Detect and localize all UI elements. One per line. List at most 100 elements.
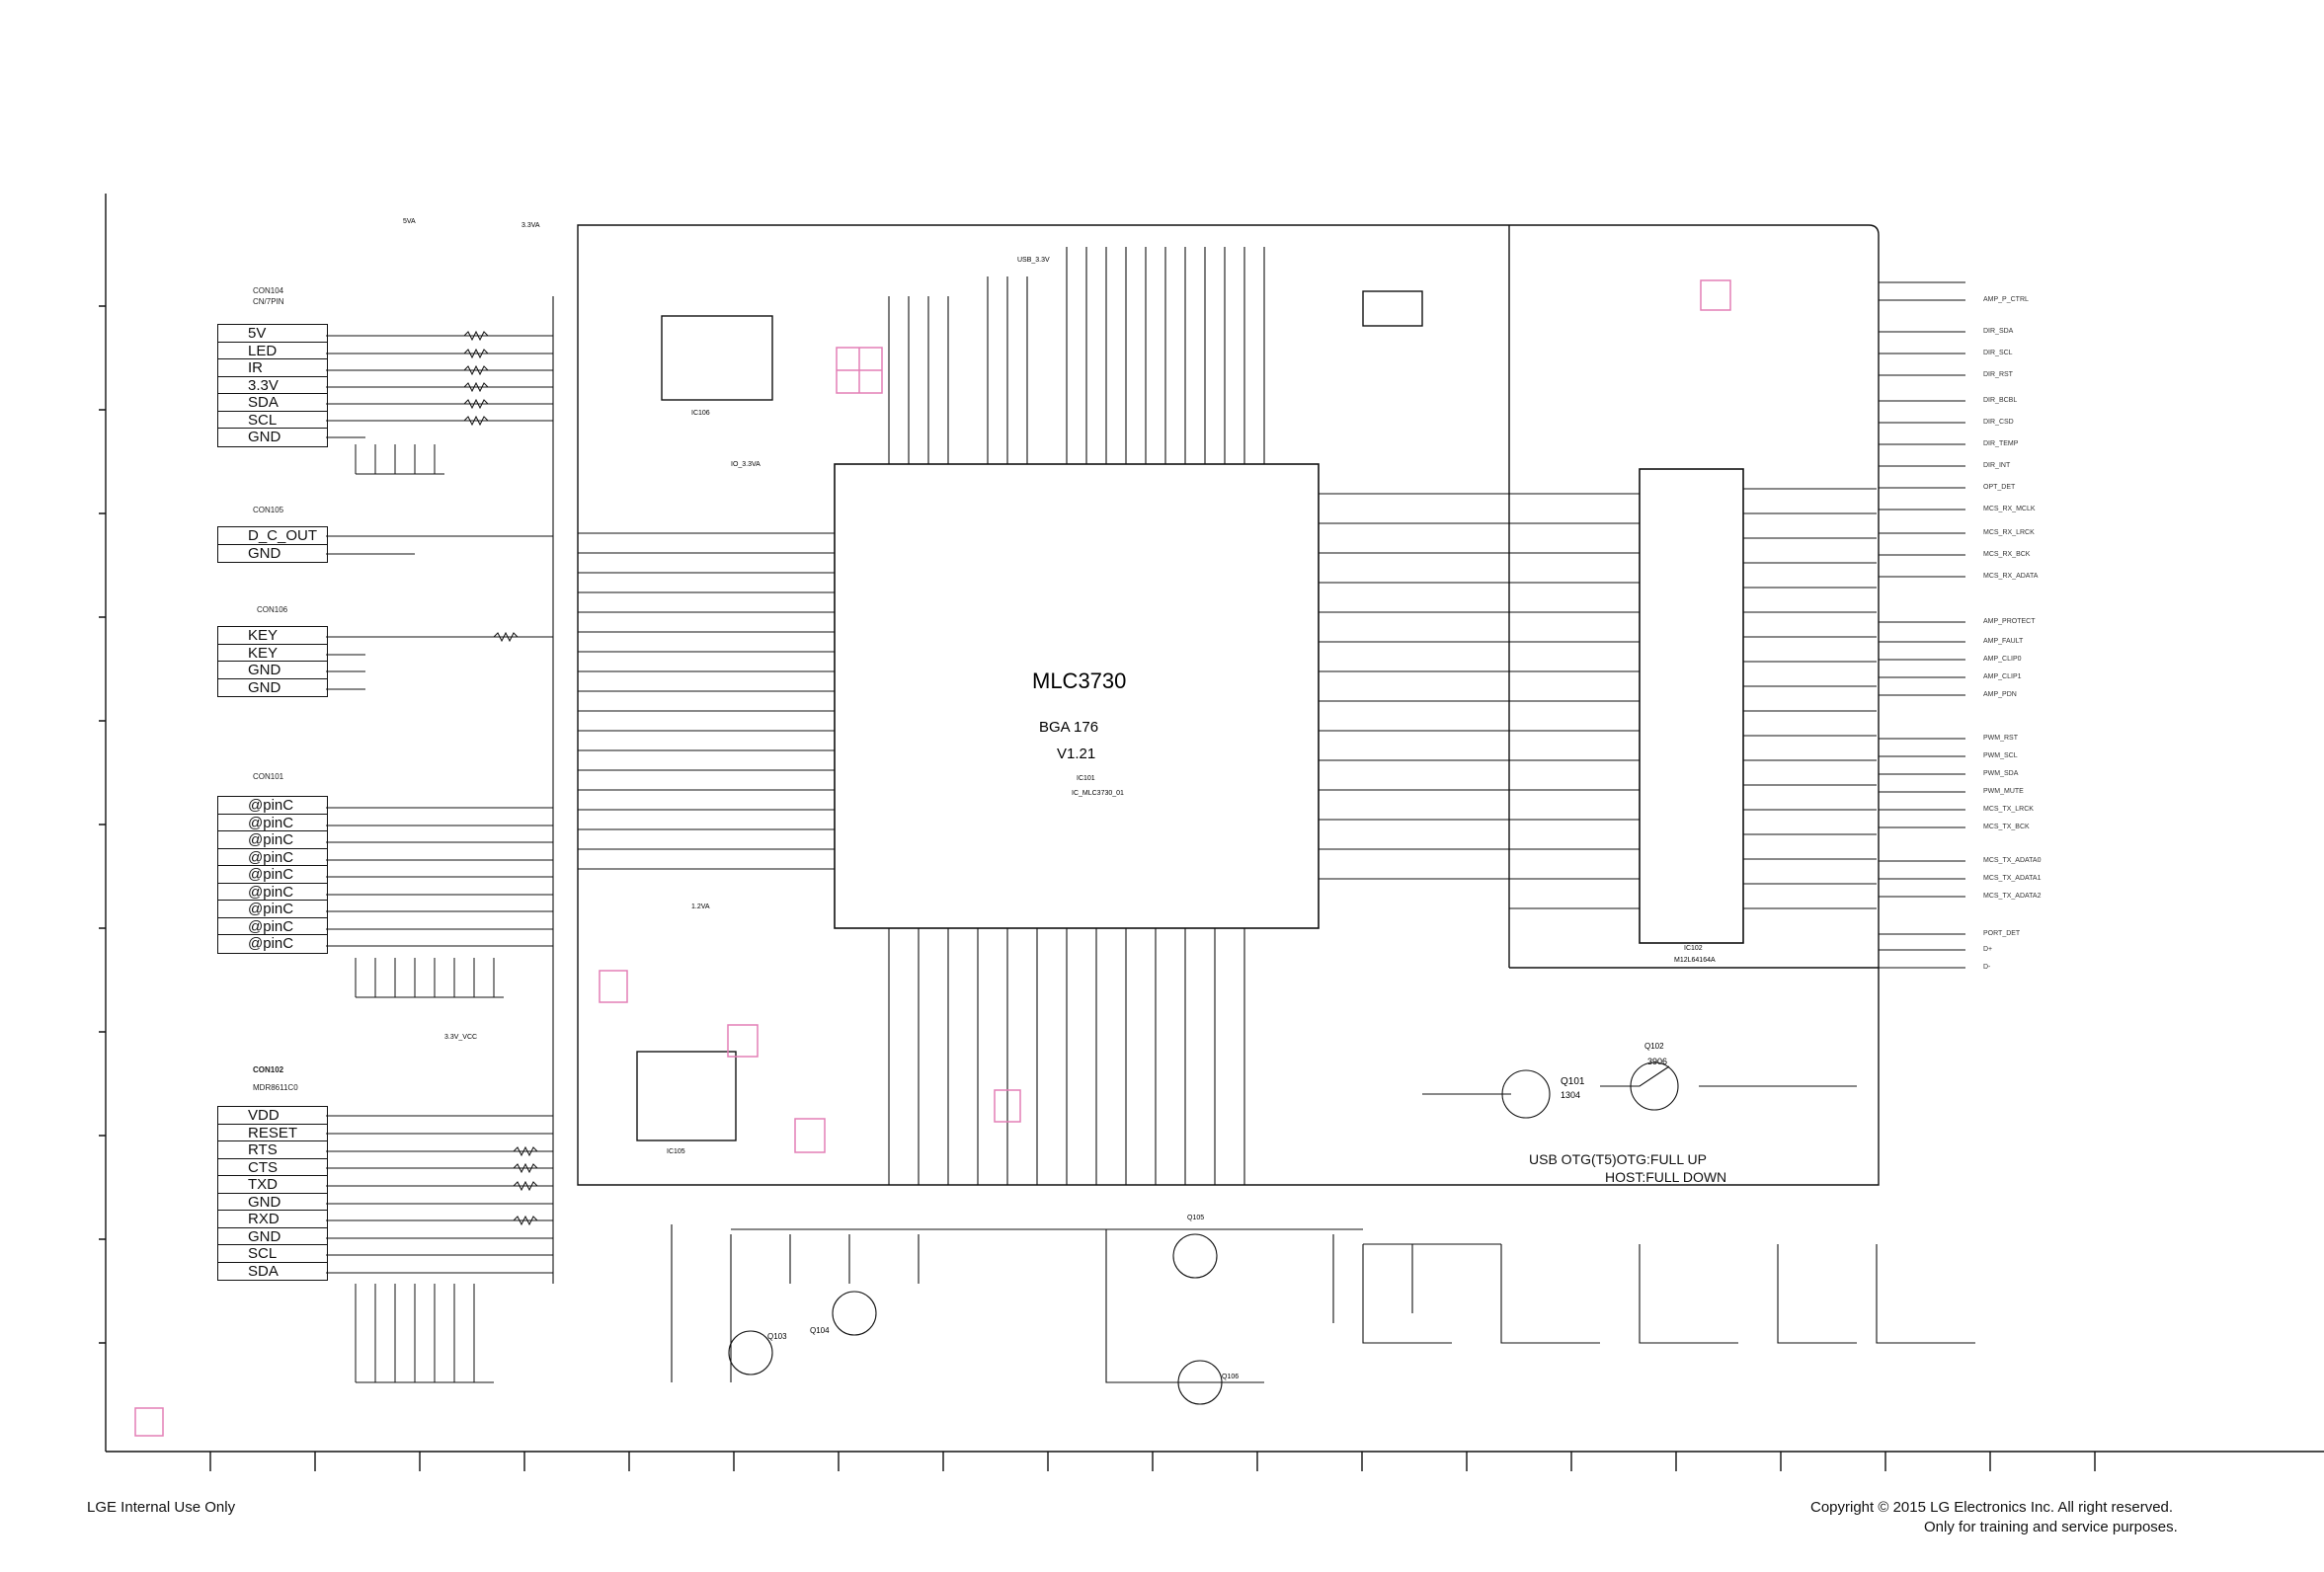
signal-label: PWM_MUTE xyxy=(1983,788,2024,795)
con104-pin: SDA xyxy=(218,394,327,412)
signal-label: OPT_DET xyxy=(1983,484,2016,491)
con101-title: CON101 xyxy=(253,772,284,781)
signal-label: PORT_DET xyxy=(1983,930,2021,937)
con104-pin: LED xyxy=(218,343,327,359)
rail-usb-3v3: USB_3.3V xyxy=(1017,257,1050,264)
rail-3v3a: 3.3VA xyxy=(521,222,540,229)
rail-5va: 5VA xyxy=(403,218,416,225)
main-chip-part: IC_MLC3730_01 xyxy=(1072,790,1124,797)
con104: 5V LED IR 3.3V SDA SCL GND xyxy=(217,324,328,447)
main-chip-version: V1.21 xyxy=(1057,746,1095,762)
con102-pin: RXD xyxy=(218,1211,327,1228)
q104-label: Q104 xyxy=(810,1326,830,1335)
rail-io-3v3a: IO_3.3VA xyxy=(731,461,761,468)
rail-1v2a: 1.2VA xyxy=(691,904,710,910)
signal-label: DIR_CSD xyxy=(1983,419,2014,426)
signal-label: DIR_SCL xyxy=(1983,350,2013,356)
con102-pin: TXD xyxy=(218,1176,327,1194)
signal-label: D- xyxy=(1983,964,1991,971)
con101: @pinC @pinC @pinC @pinC @pinC @pinC @pin… xyxy=(217,796,328,954)
q103-label: Q103 xyxy=(767,1332,787,1341)
sdram-chip-body xyxy=(1639,468,1744,944)
con102-pin: RTS xyxy=(218,1141,327,1159)
con101-pin: @pinC xyxy=(218,797,327,815)
q102-label: Q102 xyxy=(1644,1042,1664,1051)
con104-pin: SCL xyxy=(218,412,327,429)
con102-pin: CTS xyxy=(218,1159,327,1176)
memory-chip-part: M12L64164A xyxy=(1674,957,1716,964)
con104-pin: 5V xyxy=(218,325,327,343)
signal-label: AMP_FAULT xyxy=(1983,638,2024,645)
footer-right-line2: Only for training and service purposes. xyxy=(1924,1519,2178,1535)
con101-pin: @pinC xyxy=(218,831,327,849)
q101-type: 1304 xyxy=(1561,1090,1580,1100)
q105-label: Q105 xyxy=(1187,1215,1204,1221)
con101-pin: @pinC xyxy=(218,918,327,935)
signal-label: MCS_TX_ADATA2 xyxy=(1983,893,2042,900)
footer-right-line1: Copyright © 2015 LG Electronics Inc. All… xyxy=(1810,1499,2174,1516)
signal-label: MCS_TX_ADATA0 xyxy=(1983,857,2042,864)
signal-label: AMP_PROTECT xyxy=(1983,618,2036,625)
con102-pin: RESET xyxy=(218,1125,327,1141)
con102: VDD RESET RTS CTS TXD GND RXD GND SCL SD… xyxy=(217,1106,328,1281)
con106-pin: GND xyxy=(218,662,327,679)
sheet-border xyxy=(577,224,1880,1186)
ic105-label: IC105 xyxy=(667,1148,685,1155)
con104-pin: IR xyxy=(218,359,327,377)
con101-pin: @pinC xyxy=(218,849,327,866)
signal-label: MCS_TX_ADATA1 xyxy=(1983,875,2042,882)
con101-pin: @pinC xyxy=(218,901,327,918)
con102-pin: SCL xyxy=(218,1245,327,1263)
con106-title: CON106 xyxy=(257,605,288,614)
signal-label: MCS_RX_MCLK xyxy=(1983,506,2036,512)
signal-label: DIR_RST xyxy=(1983,371,2013,378)
q102-type: 3906 xyxy=(1647,1057,1667,1066)
con104-subtitle: CN/7PIN xyxy=(253,297,284,306)
otg-note-line1: USB OTG(T5)OTG:FULL UP xyxy=(1529,1151,1707,1167)
con106: KEY KEY GND GND xyxy=(217,626,328,697)
signal-label: MCS_TX_LRCK xyxy=(1983,806,2034,813)
con102-subtitle: MDR8611C0 xyxy=(253,1083,298,1092)
signal-label: PWM_SCL xyxy=(1983,752,2018,759)
con102-pin: GND xyxy=(218,1194,327,1211)
con104-title: CON104 xyxy=(253,286,284,295)
con102-pin: SDA xyxy=(248,1262,279,1280)
memory-chip-ref: IC102 xyxy=(1684,945,1703,952)
con105-pin: D_C_OUT xyxy=(218,527,327,545)
con101-pin: @pinC xyxy=(218,815,327,831)
signal-label: AMP_P_CTRL xyxy=(1983,296,2029,303)
con105-title: CON105 xyxy=(253,506,284,514)
con101-pin: @pinC xyxy=(248,935,294,952)
signal-label: MCS_RX_BCK xyxy=(1983,551,2031,558)
signal-label: MCS_TX_BCK xyxy=(1983,824,2030,830)
signal-label: AMP_CLIP0 xyxy=(1983,656,2022,663)
con102-pin: GND xyxy=(218,1228,327,1245)
q101-label: Q101 xyxy=(1561,1076,1585,1087)
con101-pin: @pinC xyxy=(218,866,327,884)
q106-label: Q106 xyxy=(1222,1374,1239,1380)
signal-label: D+ xyxy=(1983,946,1993,953)
mlc3730-chip-body xyxy=(834,463,1320,929)
con104-pin: GND xyxy=(248,429,281,445)
con102-pin: VDD xyxy=(218,1107,327,1125)
con106-pin: KEY xyxy=(218,627,327,645)
con106-pin: GND xyxy=(248,678,281,696)
footer-left: LGE Internal Use Only xyxy=(87,1499,236,1516)
ic106-label: IC106 xyxy=(691,410,710,417)
con102-title: CON102 xyxy=(253,1065,284,1074)
main-chip-ref: IC101 xyxy=(1077,775,1095,782)
con106-pin: KEY xyxy=(218,645,327,662)
otg-note-line2: HOST:FULL DOWN xyxy=(1605,1169,1727,1185)
signal-label: MCS_RX_LRCK xyxy=(1983,529,2035,536)
signal-label: DIR_TEMP xyxy=(1983,440,2019,447)
signal-label: DIR_SDA xyxy=(1983,328,2014,335)
signal-label: MCS_RX_ADATA xyxy=(1983,573,2039,580)
con101-pin: @pinC xyxy=(218,884,327,901)
signal-label: DIR_INT xyxy=(1983,462,2011,469)
signal-label: DIR_BCBL xyxy=(1983,397,2018,404)
signal-label: PWM_RST xyxy=(1983,735,2018,742)
con105: D_C_OUT GND xyxy=(217,526,328,563)
rail-3v3-vcc: 3.3V_VCC xyxy=(444,1034,477,1041)
